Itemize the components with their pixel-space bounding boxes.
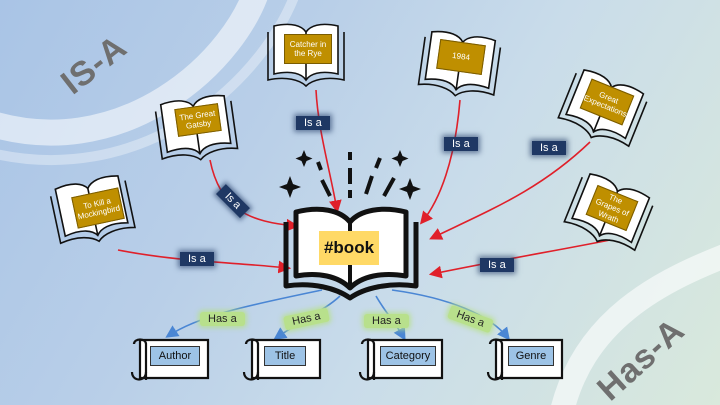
attribute-author: Author (150, 346, 200, 366)
sparkle-star-top (295, 150, 313, 167)
attribute-title: Title (264, 346, 306, 366)
has-a-label-category: Has a (364, 314, 409, 328)
is-a-label-grapes: Is a (480, 258, 514, 272)
is-a-label-mockingbird: Is a (180, 252, 214, 266)
sparkle-star-far-right (399, 178, 421, 200)
sparkle-star-left (279, 176, 301, 198)
attribute-genre: Genre (508, 346, 554, 366)
has-a-label-author: Has a (200, 312, 245, 326)
has-a-arrow-genre (391, 289, 510, 341)
has-a-arrow-author (165, 289, 323, 338)
is-a-arrow-expectations (429, 141, 591, 240)
is-a-label-catcher: Is a (296, 116, 330, 130)
is-a-arrow-catcher (315, 89, 342, 214)
is-a-label-1984: Is a (444, 137, 478, 151)
is-a-arrow-grapes (428, 239, 611, 279)
has-a-arrows (165, 289, 510, 341)
background-swoosh-top (0, 0, 268, 146)
is-a-arrow-1984 (419, 99, 461, 225)
sparkle-rays (279, 150, 421, 200)
background-swoosh-bottom (551, 244, 720, 405)
book-title-catcher: Catcher in the Rye (284, 34, 332, 64)
book-title-1984: 1984 (436, 38, 486, 76)
sparkle-star-right (391, 150, 409, 167)
attribute-category: Category (380, 346, 436, 366)
center-book-label: #book (319, 231, 379, 265)
is-a-label-expectations: Is a (532, 141, 566, 155)
